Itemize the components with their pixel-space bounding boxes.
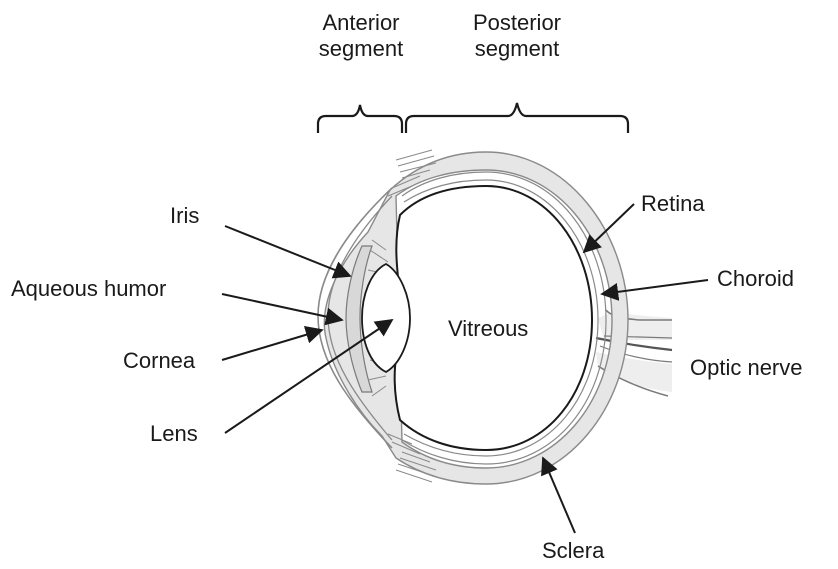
retina-label: Retina — [641, 191, 705, 217]
vitreous-label: Vitreous — [448, 316, 528, 342]
anterior-segment-label: Anterior segment — [319, 10, 403, 62]
posterior-segment-line-1: Posterior — [473, 10, 561, 36]
cornea-pointer — [222, 330, 322, 360]
aqueous-humor-pointer — [222, 294, 342, 320]
sclera-label: Sclera — [542, 538, 604, 564]
anterior-segment-line-1: Anterior — [319, 10, 403, 36]
lens-label: Lens — [150, 421, 198, 447]
optic-nerve-label: Optic nerve — [690, 355, 803, 381]
anterior-segment-bracket — [318, 105, 402, 133]
anterior-segment-line-2: segment — [319, 36, 403, 62]
posterior-segment-line-2: segment — [473, 36, 561, 62]
posterior-segment-bracket — [406, 103, 628, 133]
cornea-label: Cornea — [123, 348, 195, 374]
posterior-segment-label: Posterior segment — [473, 10, 561, 62]
sclera-pointer — [543, 458, 575, 533]
iris-label: Iris — [170, 203, 199, 229]
aqueous-humor-label: Aqueous humor — [11, 276, 166, 302]
choroid-label: Choroid — [717, 266, 794, 292]
iris-pointer — [225, 226, 350, 276]
